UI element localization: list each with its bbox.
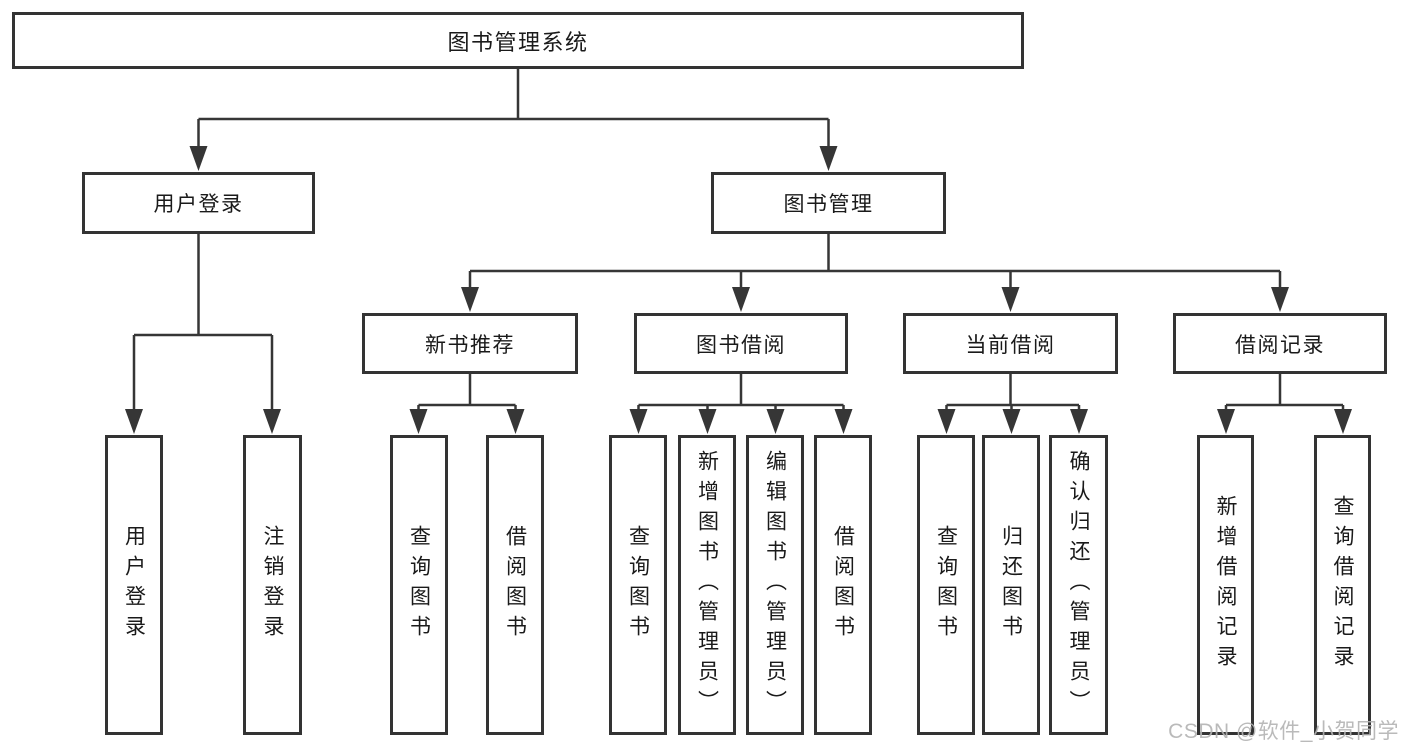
edge-book-borrow-branch — [637, 374, 845, 412]
arrow-down-icon — [125, 409, 143, 434]
node-leaf-query-books-3-label: 查询图书 — [934, 525, 958, 645]
node-library-management-system-label: 图书管理系统 — [447, 29, 589, 55]
node-leaf-query-borrow-record-label: 查询借阅记录 — [1331, 495, 1354, 675]
edge-root-trunk — [197, 69, 830, 150]
node-leaf-query-books-1-label: 查询图书 — [407, 525, 431, 645]
arrow-down-icon — [1217, 409, 1235, 434]
node-book-borrow-label: 图书借阅 — [696, 333, 786, 357]
node-book-management: 图书管理 — [711, 172, 946, 234]
node-current-borrow: 当前借阅 — [903, 313, 1118, 374]
arrow-down-icon — [1001, 287, 1020, 312]
arrow-down-icon — [461, 287, 479, 312]
arrowheads — [125, 146, 1352, 434]
node-borrow-records-label: 借阅记录 — [1235, 333, 1325, 357]
arrow-down-icon — [1070, 409, 1088, 434]
node-borrow-records: 借阅记录 — [1173, 313, 1387, 374]
arrow-down-icon — [629, 409, 648, 434]
node-leaf-query-books-1: 查询图书 — [390, 435, 448, 735]
node-library-management-system: 图书管理系统 — [12, 12, 1024, 69]
arrow-down-icon — [834, 409, 853, 434]
node-new-book-recommend-label: 新书推荐 — [425, 333, 515, 357]
node-user-login: 用户登录 — [82, 172, 315, 234]
node-leaf-logout: 注销登录 — [243, 435, 302, 735]
node-user-login-label: 用户登录 — [153, 193, 244, 216]
node-book-borrow: 图书借阅 — [634, 313, 848, 374]
arrow-down-icon — [819, 146, 838, 171]
node-leaf-borrow-books-2: 借阅图书 — [814, 435, 872, 735]
node-leaf-query-borrow-record: 查询借阅记录 — [1314, 435, 1371, 735]
node-leaf-add-books-admin-label: 新增图书（管理员） — [695, 450, 719, 720]
edge-current-borrow-branch — [945, 374, 1081, 412]
edge-borrow-records-branch — [1224, 374, 1345, 412]
edge-user-login-branch — [132, 234, 274, 412]
node-leaf-borrow-books-2-label: 借阅图书 — [831, 525, 855, 645]
node-leaf-user-login-label: 用户登录 — [122, 525, 146, 645]
arrow-down-icon — [263, 409, 281, 434]
arrow-down-icon — [937, 409, 956, 434]
arrow-down-icon — [409, 409, 428, 434]
arrow-down-icon — [766, 409, 785, 434]
edge-new-book-branch — [417, 374, 517, 412]
node-leaf-add-borrow-record: 新增借阅记录 — [1197, 435, 1254, 735]
node-leaf-edit-books-admin: 编辑图书（管理员） — [746, 435, 804, 735]
node-book-management-label: 图书管理 — [783, 193, 874, 216]
arrow-down-icon — [1334, 409, 1352, 434]
edge-book-mgmt-branch — [468, 234, 1282, 290]
node-leaf-borrow-books-1-label: 借阅图书 — [503, 525, 527, 645]
node-leaf-confirm-return-admin: 确认归还（管理员） — [1049, 435, 1108, 735]
node-current-borrow-label: 当前借阅 — [965, 333, 1056, 357]
node-leaf-borrow-books-1: 借阅图书 — [486, 435, 544, 735]
node-leaf-return-books-label: 归还图书 — [999, 525, 1023, 645]
watermark: CSDN @软件_小贺同学 — [1168, 720, 1399, 743]
node-leaf-edit-books-admin-label: 编辑图书（管理员） — [763, 450, 787, 720]
node-leaf-user-login: 用户登录 — [105, 435, 163, 735]
arrow-down-icon — [189, 146, 208, 171]
arrow-down-icon — [732, 287, 750, 312]
node-leaf-query-books-3: 查询图书 — [917, 435, 975, 735]
node-leaf-logout-label: 注销登录 — [261, 525, 284, 645]
node-new-book-recommend: 新书推荐 — [362, 313, 578, 374]
arrow-down-icon — [1271, 287, 1289, 312]
node-leaf-add-books-admin: 新增图书（管理员） — [678, 435, 736, 735]
arrow-down-icon — [698, 409, 717, 434]
node-leaf-query-books-2-label: 查询图书 — [626, 525, 650, 645]
node-leaf-confirm-return-admin-label: 确认归还（管理员） — [1067, 450, 1090, 720]
node-leaf-query-books-2: 查询图书 — [609, 435, 667, 735]
arrow-down-icon — [1002, 409, 1021, 434]
node-leaf-return-books: 归还图书 — [982, 435, 1040, 735]
arrow-down-icon — [506, 409, 525, 434]
node-leaf-add-borrow-record-label: 新增借阅记录 — [1214, 495, 1237, 675]
